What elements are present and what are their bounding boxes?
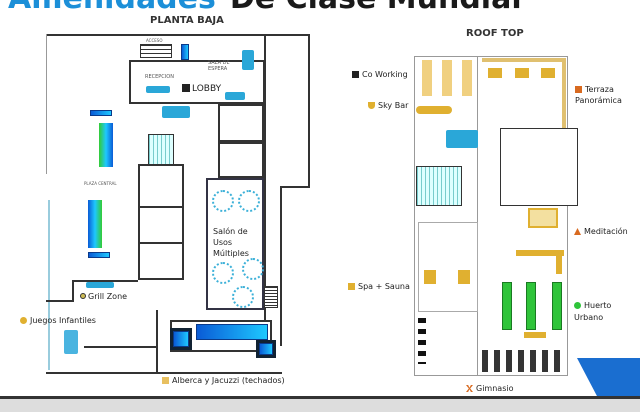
terrace-icon (575, 86, 582, 93)
roof-top-heading: ROOF TOP (466, 28, 524, 39)
spa-icon (348, 283, 355, 290)
room-acceso: ACCESO (146, 38, 163, 43)
ground-floor-heading: PLANTA BAJA (150, 15, 224, 26)
label-lobby: LOBBY (192, 84, 222, 94)
cocktail-icon (368, 102, 375, 109)
meditation-icon (574, 228, 581, 235)
laptop-icon (352, 71, 359, 78)
label-salon-usos-multiples: Salón de Usos Múltiples (213, 227, 249, 258)
room-plaza-central: PLAZA CENTRAL (84, 181, 117, 186)
playground-icon (20, 317, 27, 324)
decorative-blue-corner (577, 358, 640, 398)
room-sala-espera: SALA DE ESPERA (208, 60, 230, 72)
room-recepcion: RECEPCION (145, 74, 174, 80)
label-grill-zone: Grill Zone (88, 292, 128, 301)
label-juegos-infantiles: Juegos Infantiles (20, 316, 96, 325)
bottom-bar (0, 399, 640, 412)
plant-icon (574, 302, 581, 309)
label-sky-bar: Sky Bar (368, 101, 408, 110)
label-meditacion: Meditación (574, 227, 628, 236)
bottom-border (0, 396, 640, 399)
label-alberca-jacuzzi: Alberca y Jacuzzi (techados) (162, 376, 285, 385)
label-co-working: Co Working (352, 70, 408, 79)
label-gimnasio: Gimnasio (466, 384, 513, 393)
label-terraza-panoramica: Terraza Panorámica (575, 85, 622, 105)
label-spa-sauna: Spa + Sauna (348, 282, 410, 291)
label-huerto-urbano: Huerto Urbano (574, 301, 612, 322)
pool-icon (162, 377, 169, 384)
page-title: AmenidadesDe Clase Mundial (8, 0, 522, 14)
dumbbell-icon (466, 385, 473, 392)
